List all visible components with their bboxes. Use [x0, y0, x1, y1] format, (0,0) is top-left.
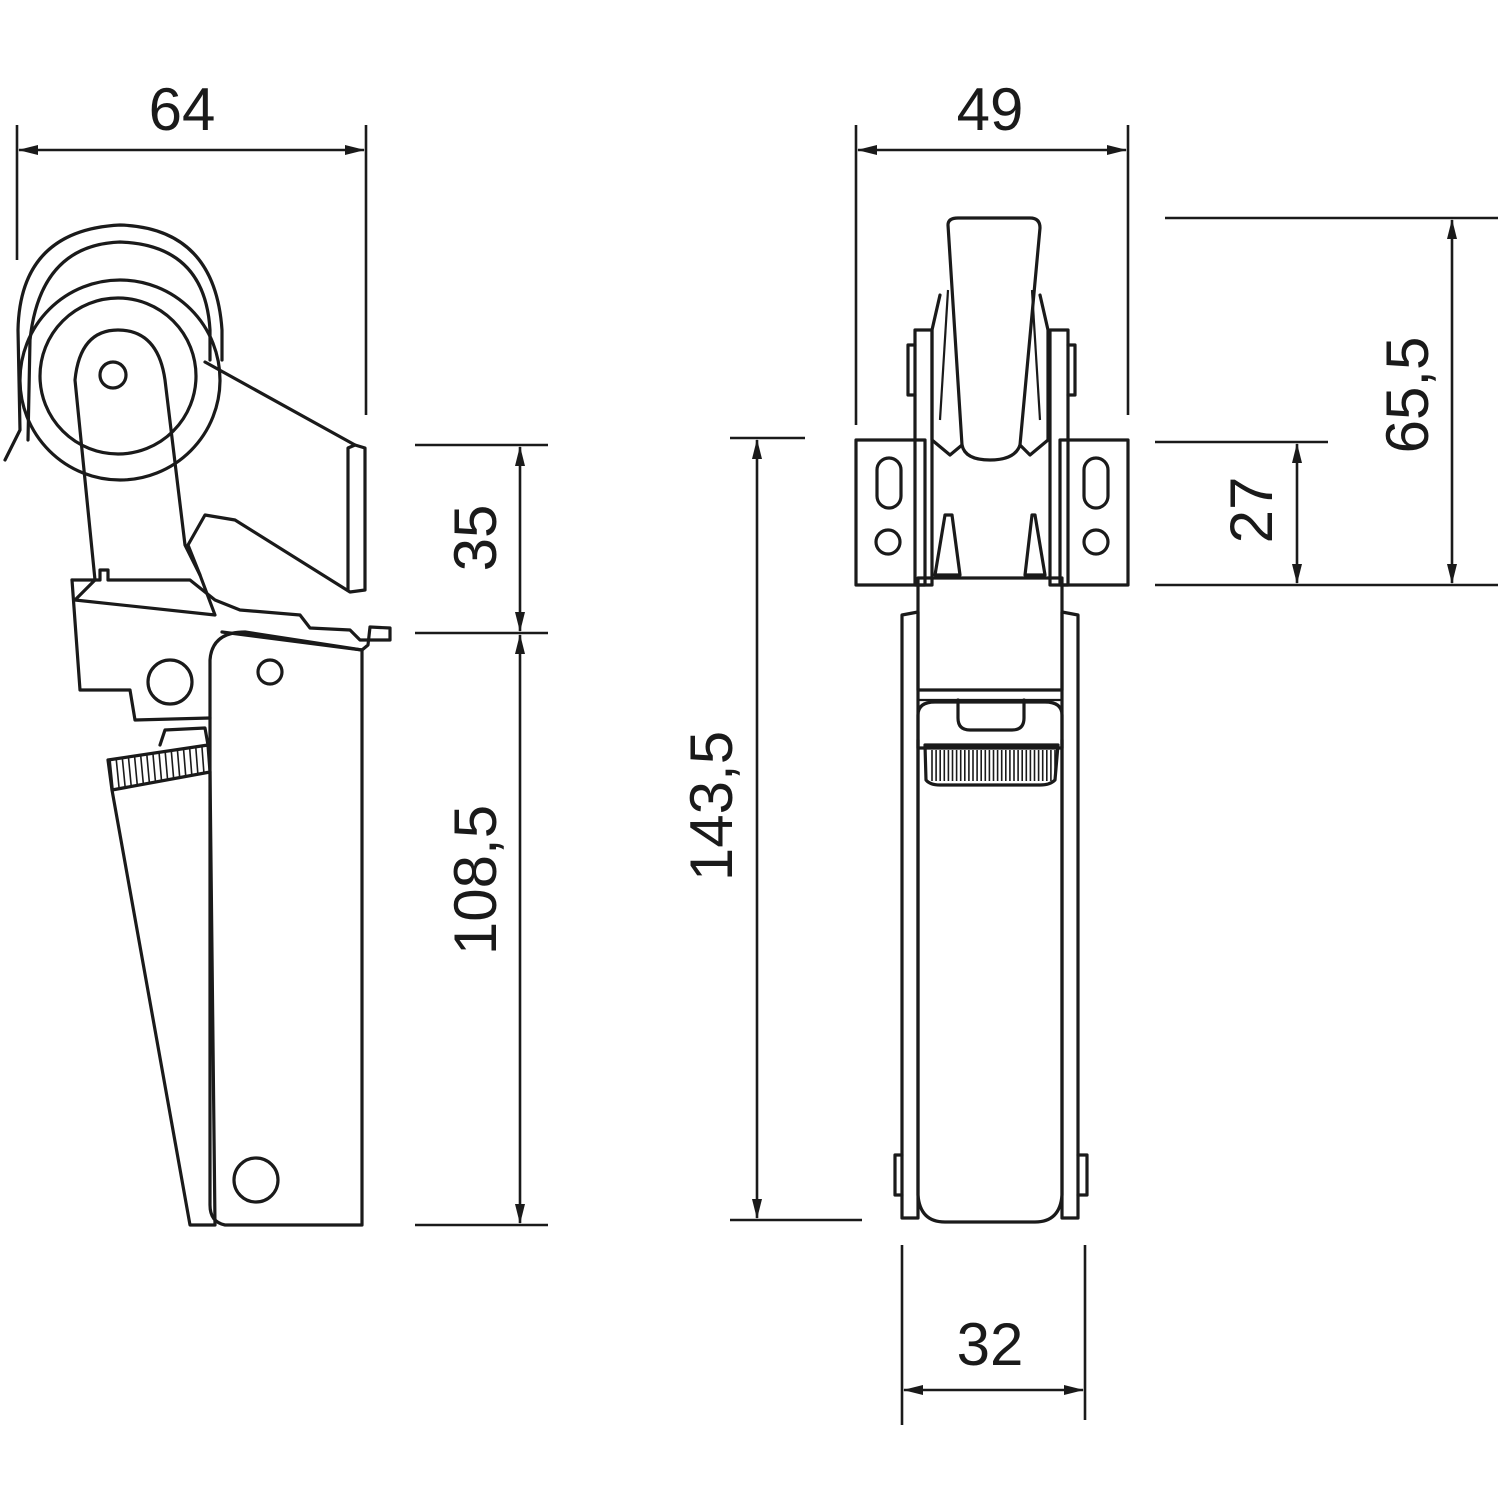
- front-mech-right: [1023, 513, 1047, 577]
- knurl-line: [127, 756, 132, 786]
- side-housing: [208, 630, 364, 1227]
- side-roller-inner: [38, 296, 198, 456]
- front-hole-left: [874, 528, 902, 556]
- side-arm-pivot: [98, 360, 128, 390]
- dim-label-27: 27: [1218, 477, 1285, 544]
- side-view: [3, 223, 392, 1227]
- knurl-line: [188, 747, 193, 776]
- side-lever-fold: [346, 443, 357, 592]
- front-slot-left: [875, 456, 903, 510]
- side-hood: [3, 223, 224, 462]
- front-lever-cap: [946, 216, 1042, 462]
- dim-label-35: 35: [442, 505, 509, 572]
- front-housing-side-left: [900, 610, 920, 1220]
- side-hood-inner: [26, 240, 212, 442]
- dim-label-143-5: 143,5: [678, 731, 745, 881]
- knurl-line: [115, 758, 120, 789]
- dim-label-108-5: 108,5: [442, 805, 509, 955]
- dimension-labels: 64 35 108,5 49 143,5 65,5 27 32: [149, 76, 1441, 1378]
- knurl-line: [121, 757, 126, 787]
- knurl-line: [152, 752, 157, 782]
- front-nut-top: [956, 698, 1026, 732]
- front-housing-block: [916, 576, 1064, 692]
- dim-label-64: 64: [149, 76, 216, 143]
- front-lever-arm-right: [1018, 293, 1050, 457]
- knurl-line: [145, 753, 151, 783]
- front-knurl-ring: [923, 743, 1060, 787]
- knurl-line: [176, 749, 181, 778]
- side-mech-pivot: [146, 658, 194, 706]
- front-mount-plate-right: [1058, 438, 1130, 587]
- front-nut-disc: [916, 700, 1064, 750]
- knurl-line: [133, 755, 139, 785]
- dim-label-32: 32: [957, 1311, 1024, 1378]
- knurl-line: [158, 751, 163, 781]
- front-housing-side-right: [1060, 610, 1080, 1220]
- front-view: [854, 216, 1130, 1224]
- front-lever-inner-right: [1030, 289, 1042, 421]
- side-knurl-lines: [109, 744, 211, 790]
- front-cylinder: [916, 738, 1064, 1224]
- side-mech-lower: [70, 578, 212, 722]
- knurl-line: [207, 744, 211, 773]
- front-mount-plate: [854, 438, 927, 587]
- dim-label-49: 49: [957, 76, 1024, 143]
- knurl-line: [182, 748, 187, 777]
- front-housing-bar: [916, 688, 1064, 702]
- dimension-lines: [15, 125, 1498, 1425]
- knurl-line: [170, 750, 175, 779]
- knurl-line: [164, 751, 169, 780]
- side-roller: [18, 278, 222, 482]
- front-mech-left: [933, 513, 962, 577]
- dim-label-65-5: 65,5: [1374, 337, 1441, 454]
- front-knurl-lines: [931, 750, 1056, 781]
- knurl-line: [139, 754, 145, 784]
- side-housing-hole-bottom: [232, 1156, 280, 1204]
- front-housing-tab-right: [1076, 1153, 1089, 1197]
- side-taper-body: [110, 770, 217, 1227]
- knurl-line: [109, 758, 114, 790]
- side-housing-hole-top: [256, 658, 284, 686]
- knurl-line: [194, 746, 199, 775]
- side-mechanism: [70, 568, 392, 652]
- side-knurl-stem: [158, 726, 210, 747]
- side-lever: [186, 360, 367, 594]
- front-bracket-nub-right: [1066, 343, 1077, 397]
- front-housing-tab-left: [893, 1153, 904, 1197]
- front-slot-right: [1082, 456, 1110, 510]
- front-lever-inner-left: [938, 289, 950, 421]
- front-hole-right: [1082, 528, 1110, 556]
- side-arm: [73, 328, 217, 617]
- front-bracket-left: [913, 328, 934, 587]
- knurl-line: [201, 745, 205, 774]
- front-bracket-nub-left: [906, 343, 917, 397]
